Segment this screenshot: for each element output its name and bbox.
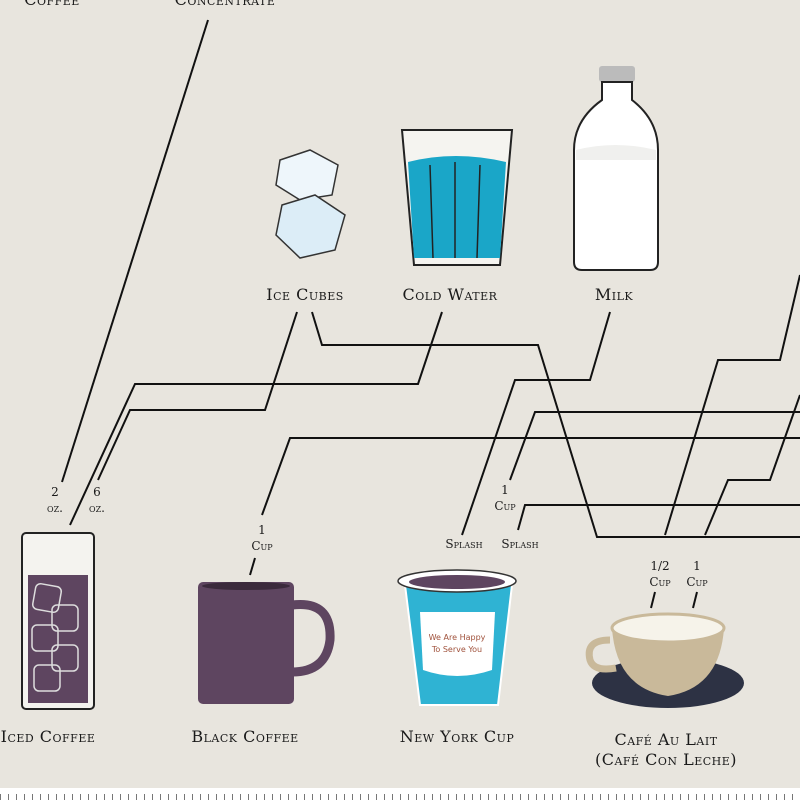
line-black [261,437,800,516]
line-ice-right [311,311,800,538]
amount-ny-splash-2: Splash [501,537,539,551]
milk-bottle-icon [573,66,659,271]
ruler-footer [0,788,800,800]
line-ny-cup [509,411,800,481]
line-cafe-half [664,274,800,536]
line-cafe-one [704,394,800,536]
black-coffee-mug-icon [198,582,335,704]
ice-cubes-icon [275,149,346,259]
label-cafe-con-leche: (Café Con Leche) [594,750,738,769]
connector-lines [61,19,800,609]
new-york-cup-icon: We Are Happy To Serve You [397,569,517,706]
label-black-coffee: Black Coffee [191,727,299,746]
line-ice-cubes [97,311,298,481]
label-concentrate: Concentrate [175,0,276,9]
label-iced-coffee: Iced Coffee [0,727,96,746]
label-cold-water: Cold Water [402,285,498,304]
line-splash [517,504,800,531]
line-milk [461,311,611,536]
label-milk: Milk [594,285,634,304]
label-coffee: Coffee [24,0,80,9]
label-ice-cubes: Ice Cubes [266,285,344,304]
cafe-au-lait-icon [585,612,744,708]
amount-ny-splash-1: Splash [445,537,483,551]
label-cafe-au-lait: Café Au Lait [614,730,718,749]
iced-coffee-icon [21,532,95,710]
label-new-york-cup: New York Cup [399,727,515,746]
water-glass-icon [400,129,514,266]
line-cold-water [69,311,443,526]
cup-text-1: We Are Happy [429,633,486,642]
line-concentrate [61,19,209,483]
cup-text-2: To Serve You [431,645,482,654]
